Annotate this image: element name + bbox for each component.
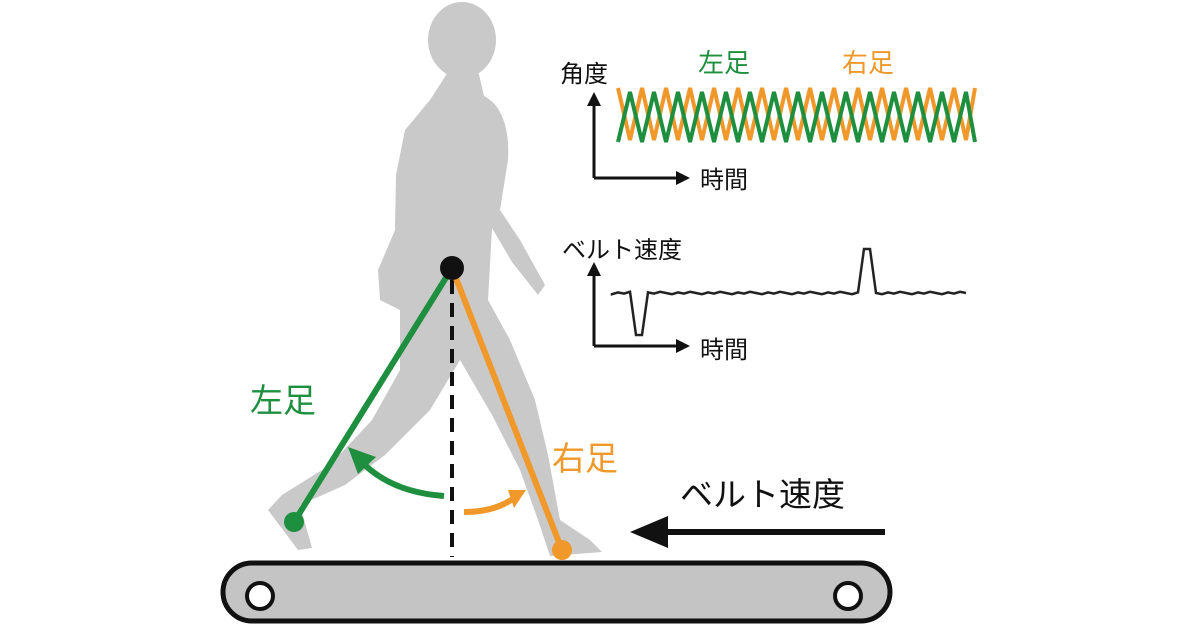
person-head	[428, 2, 496, 78]
treadmill-roller-right	[833, 581, 863, 611]
right-angle-arrowhead	[508, 490, 526, 508]
right-leg-angle-wave	[616, 87, 977, 141]
angle-plot-legend-left: 左足	[698, 49, 750, 79]
belt-speed-plot: ベルト速度 時間	[562, 236, 967, 364]
treadmill	[220, 560, 893, 624]
speed-plot-xlabel: 時間	[700, 336, 748, 364]
treadmill-roller-left	[245, 581, 275, 611]
right-angle-arrow	[463, 495, 516, 515]
speed-plot-y-arrowhead	[587, 262, 601, 276]
angle-plot-xlabel: 時間	[700, 166, 748, 194]
left-foot-dot	[284, 512, 304, 532]
angle-plot-x-arrowhead	[676, 171, 690, 185]
belt-speed-label: ベルト速度	[680, 475, 845, 514]
left-leg-line	[291, 266, 455, 524]
left-angle-arrowhead	[348, 447, 376, 474]
speed-plot-ylabel: ベルト速度	[562, 236, 682, 264]
right-leg-line	[449, 266, 565, 552]
speed-plot-x-arrowhead	[676, 339, 690, 353]
angle-plot: 角度 時間 左足 右足	[560, 49, 977, 194]
left-leg-angle-wave	[616, 91, 977, 143]
belt-speed-arrowhead	[630, 516, 668, 548]
angle-plot-legend-right: 右足	[842, 49, 894, 79]
right-leg-label: 右足	[552, 439, 618, 478]
hip-joint-dot	[440, 256, 464, 280]
belt-speed-trace	[610, 247, 967, 337]
right-foot-dot	[552, 540, 572, 560]
angle-plot-ylabel: 角度	[560, 60, 608, 88]
angle-plot-y-arrowhead	[587, 92, 601, 106]
treadmill-belt	[220, 560, 893, 624]
left-leg-label: 左足	[250, 381, 316, 420]
